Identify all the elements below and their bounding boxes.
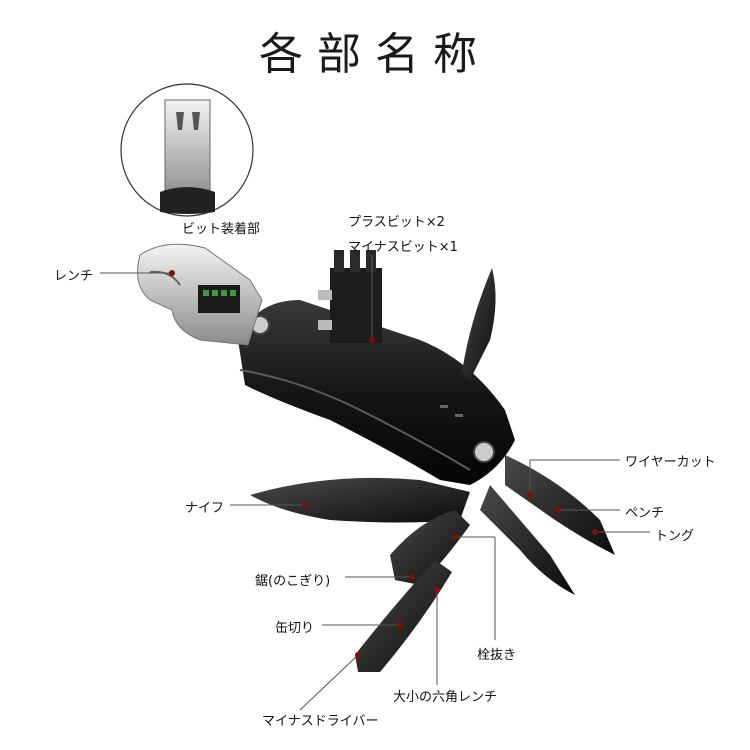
label-minus-bits: マイナスビット×1 (348, 240, 458, 255)
label-plus-bits: プラスビット×2 (348, 215, 445, 230)
page-title: 各部名称 (259, 29, 491, 80)
handle (238, 300, 515, 485)
pliers-jaws (480, 455, 615, 595)
callout-lines (100, 255, 650, 711)
label-can-opener: 缶切り (275, 621, 315, 636)
wire-cutter-jaw (462, 268, 496, 380)
label-wire-cutter: ワイヤーカット (625, 455, 716, 470)
label-bit-mount: ビット装着部 (182, 222, 261, 237)
label-cork-puller: 栓抜き (477, 648, 517, 663)
label-saw: 鋸(のこぎり) (255, 574, 331, 589)
label-tongs: トング (655, 529, 695, 544)
label-hex-wrench: 大小の六角レンチ (393, 690, 498, 705)
callout-dots (169, 270, 598, 658)
knife-blade (250, 477, 470, 523)
label-knife: ナイフ (185, 501, 225, 516)
bit-mount-zoom-circle (120, 83, 254, 217)
label-wrench: レンチ (54, 269, 94, 284)
wrench-head (137, 243, 263, 346)
saw-blade (390, 510, 470, 585)
bit-holder (318, 250, 382, 343)
label-pliers: ペンチ (625, 506, 665, 521)
label-flat-driver: マイナスドライバー (262, 714, 379, 729)
can-opener-arm (355, 560, 452, 672)
